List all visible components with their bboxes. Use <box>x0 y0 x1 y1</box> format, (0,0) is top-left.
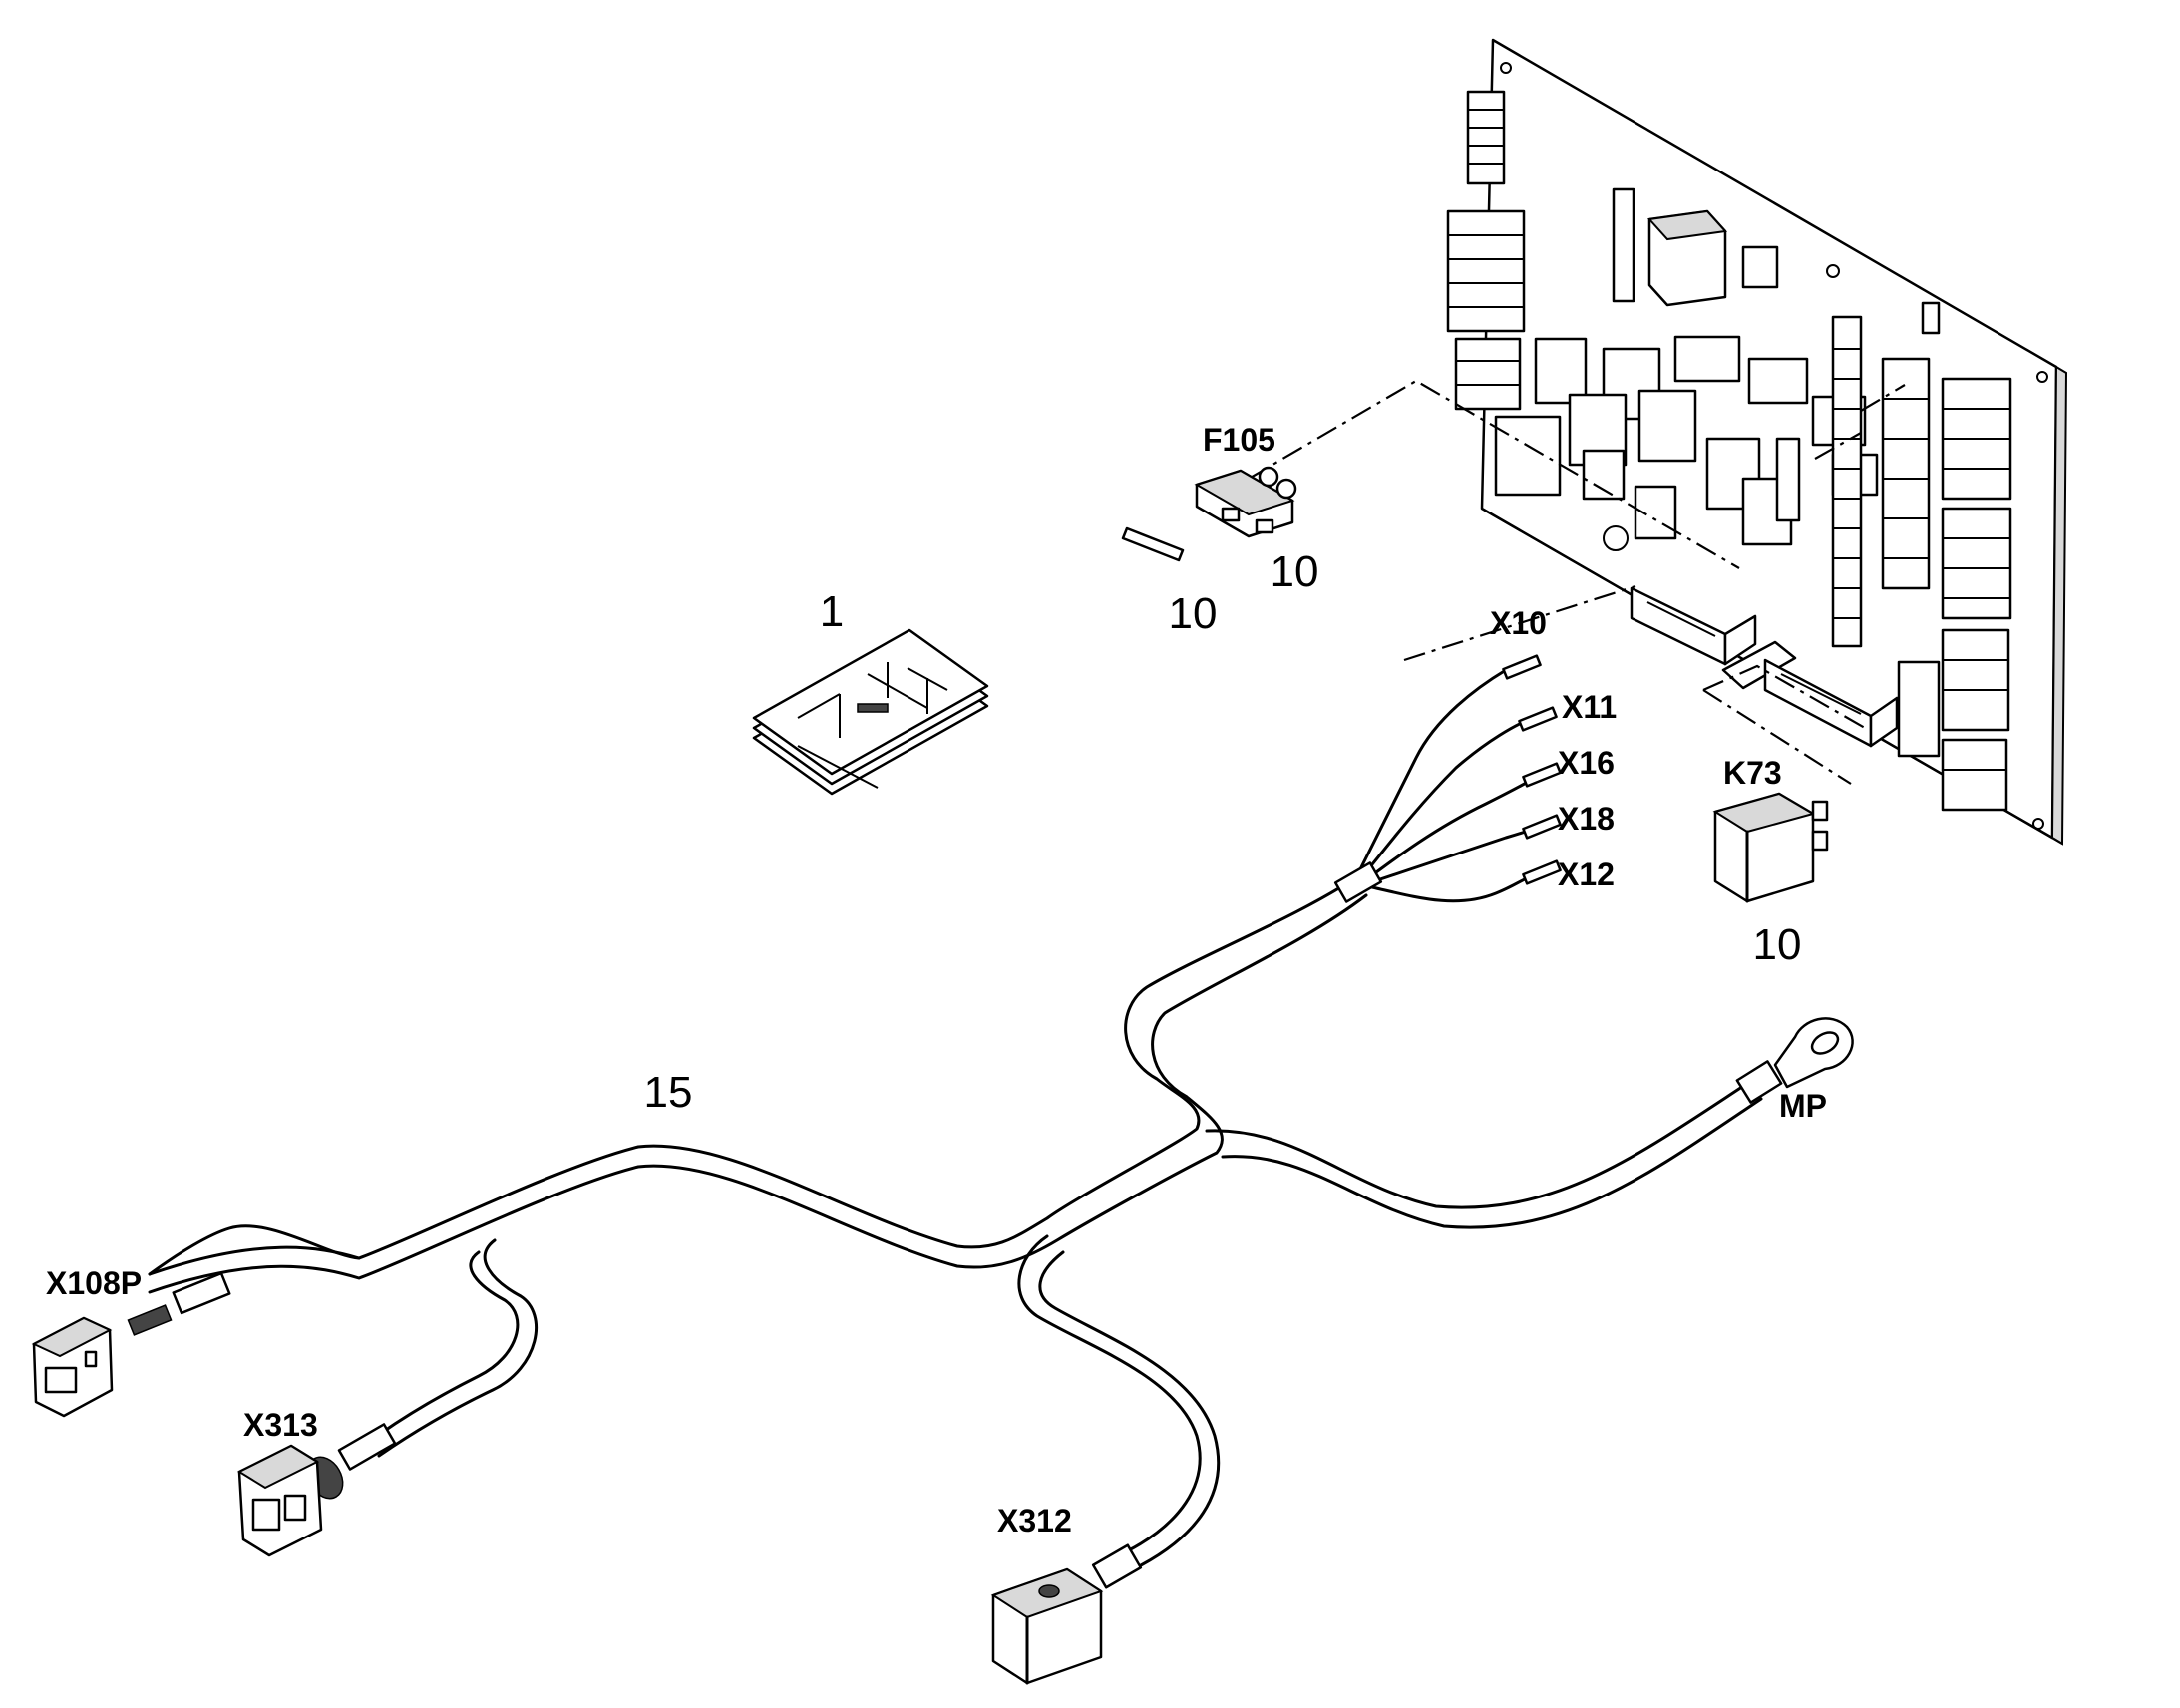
wire-harness <box>148 654 1763 1567</box>
callout-strip-item: 10 <box>1169 589 1218 638</box>
label-x18: X18 <box>1558 801 1615 837</box>
label-x11: X11 <box>1562 689 1617 725</box>
board-bottom-sockets <box>1630 586 1899 748</box>
board-terminal-left <box>1446 90 1526 411</box>
leader-lines <box>1248 379 1906 785</box>
label-x313: X313 <box>243 1407 318 1443</box>
connector-x313 <box>236 1423 397 1557</box>
callout-manual: 1 <box>820 587 844 636</box>
label-x108p: X108P <box>46 1265 142 1301</box>
board-header-strip <box>1831 315 1863 648</box>
callout-relay-item: 10 <box>1753 920 1802 969</box>
label-x10: X10 <box>1490 605 1547 641</box>
label-k73: K73 <box>1723 755 1782 791</box>
fuse-f105 <box>1194 466 1297 538</box>
label-x312: X312 <box>997 1503 1072 1538</box>
control-board <box>1446 38 2068 846</box>
relay-k73 <box>1712 792 1829 903</box>
label-mp: MP <box>1779 1088 1827 1124</box>
callout-fuse-item: 10 <box>1271 547 1319 596</box>
label-x12: X12 <box>1558 856 1615 892</box>
callout-harness: 15 <box>644 1068 693 1117</box>
label-x16: X16 <box>1558 745 1615 781</box>
label-f105: F105 <box>1203 422 1275 458</box>
connector-x312 <box>990 1543 1143 1685</box>
board-transformer <box>1612 187 1941 335</box>
label-strip <box>1121 526 1185 562</box>
board-terminal-right <box>1881 357 2012 812</box>
ring-terminal-mp <box>1735 1017 1854 1104</box>
manual-booklet <box>752 628 989 796</box>
connector-x108p <box>31 1271 231 1418</box>
